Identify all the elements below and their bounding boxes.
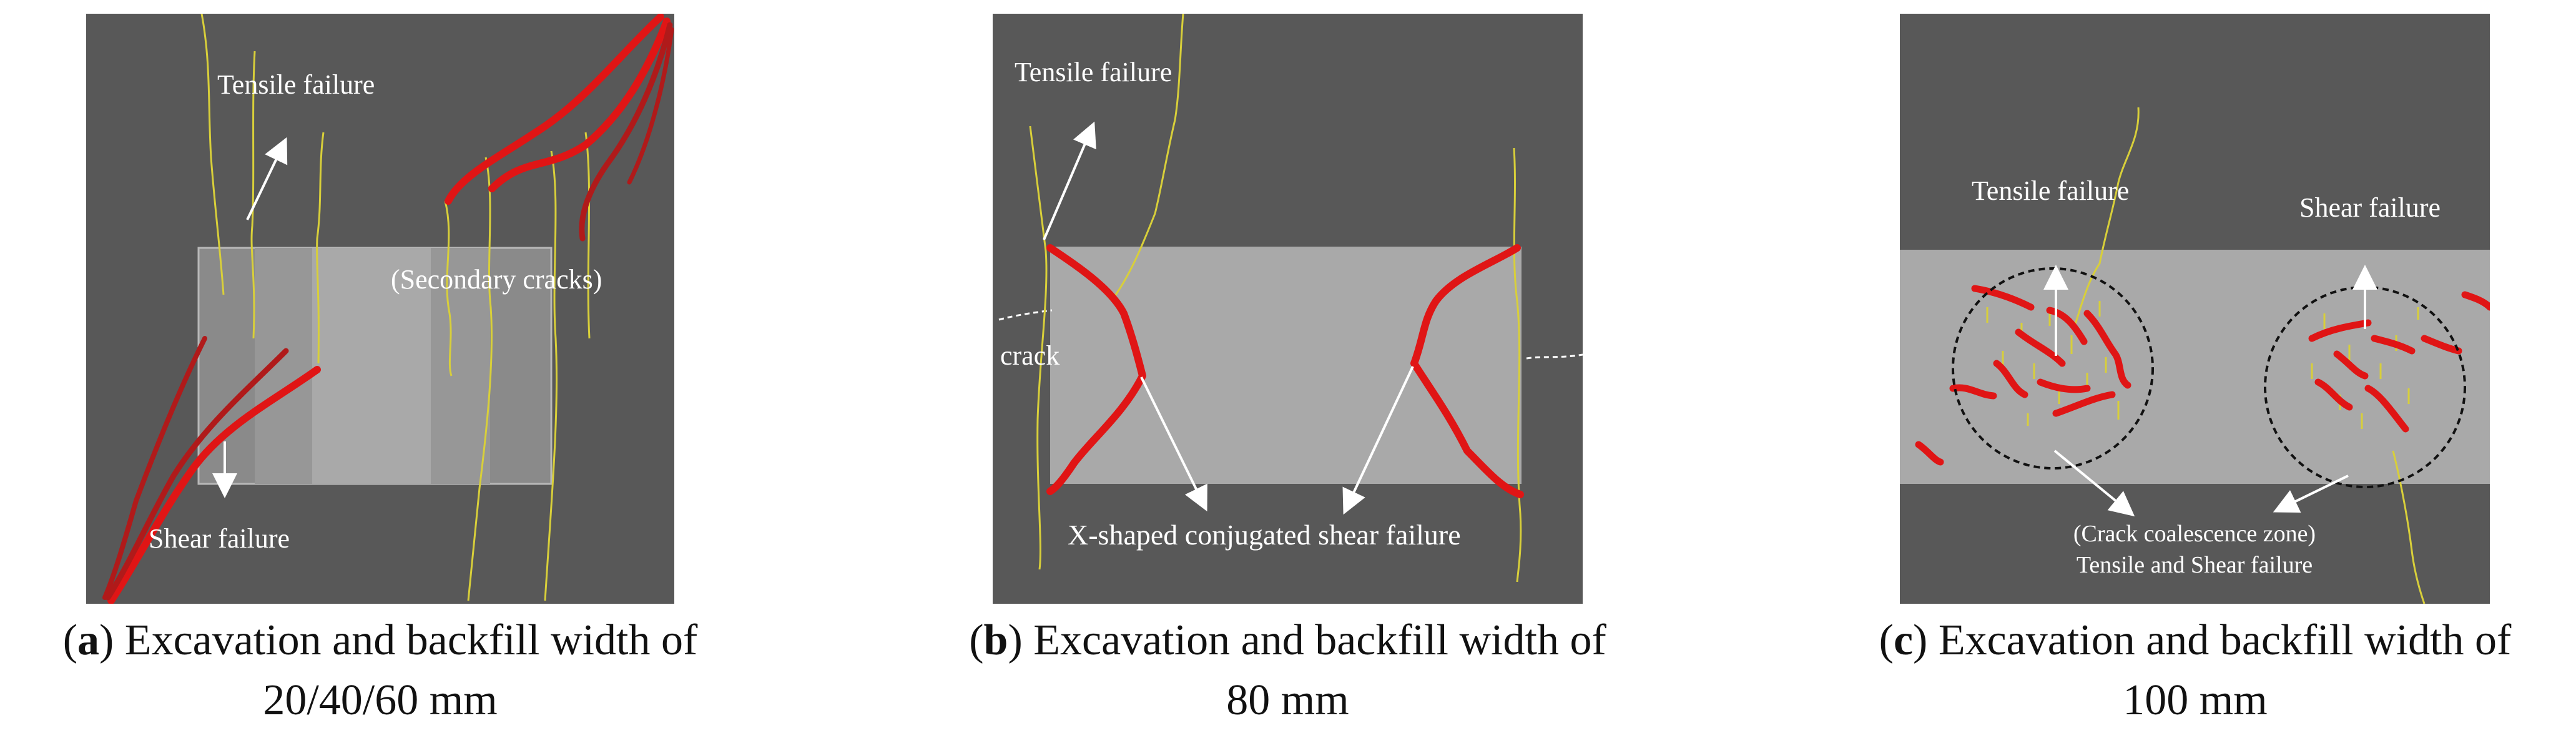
crack-left-dash <box>998 309 1053 321</box>
shear-failure-label: Shear failure <box>149 523 290 554</box>
caption-a: (a) Excavation and backfill width of 20/… <box>0 611 760 731</box>
x-shaped-shear-label: X-shaped conjugated shear failure <box>1068 519 1461 551</box>
shear-cracks <box>102 14 674 604</box>
crack-right-dash <box>1526 353 1583 360</box>
tensile-cracks <box>200 14 591 601</box>
backfill-zone <box>197 247 553 485</box>
caption-b: (b) Excavation and backfill width of 80 … <box>905 611 1670 731</box>
caption-line2: 100 mm <box>2123 676 2268 724</box>
tensile-failure-label: Tensile failure <box>217 69 375 100</box>
panel-a: Tensile failure (Secondary cracks) Shear… <box>86 14 674 604</box>
shear-arrow-right <box>1342 366 1414 515</box>
tensile-arrow <box>246 137 288 220</box>
shear-failure-label: Shear failure <box>2299 192 2441 223</box>
shear-cracks <box>1915 285 2490 466</box>
crack-coalescence-label: (Crack coalescence zone) <box>2073 521 2316 547</box>
shear-arrow-left <box>1140 376 1207 512</box>
caption-line2: 20/40/60 mm <box>263 676 498 724</box>
panel-b-diagram: Tensile failure crack X-shaped conjugate… <box>993 14 1583 604</box>
caption-line2: 80 mm <box>1226 676 1349 724</box>
caption-c: (c) Excavation and backfill width of 100… <box>1814 611 2576 731</box>
caption-letter: b <box>983 616 1008 664</box>
caption-line1: ) Excavation and backfill width of <box>99 616 698 664</box>
caption-line1: ) Excavation and backfill width of <box>1008 616 1606 664</box>
panel-c-diagram: Tensile failure Shear failure (Crack coa… <box>1900 14 2490 604</box>
tensile-shear-label: Tensile and Shear failure <box>2077 552 2313 578</box>
caption-line1: ) Excavation and backfill width of <box>1913 616 2512 664</box>
tensile-failure-label: Tensile failure <box>1972 175 2129 206</box>
tensile-cracks <box>1029 14 1522 583</box>
panel-c: Tensile failure Shear failure (Crack coa… <box>1900 14 2490 604</box>
zone-arrow-left <box>2053 450 2135 517</box>
panel-a-diagram: Tensile failure (Secondary cracks) Shear… <box>86 14 674 604</box>
zone-arrow-right <box>2273 475 2349 513</box>
panel-b: Tensile failure crack X-shaped conjugate… <box>993 14 1583 604</box>
shear-cracks <box>1046 244 1524 498</box>
backfill-zone <box>1900 250 2490 484</box>
crack-label: crack <box>1000 340 1059 371</box>
caption-letter: c <box>1893 616 1914 664</box>
caption-letter: a <box>77 616 99 664</box>
backfill-zone <box>1050 247 1522 484</box>
tensile-failure-label: Tensile failure <box>1015 57 1172 87</box>
secondary-cracks-label: (Secondary cracks) <box>391 264 602 295</box>
tensile-arrow <box>1043 121 1096 240</box>
